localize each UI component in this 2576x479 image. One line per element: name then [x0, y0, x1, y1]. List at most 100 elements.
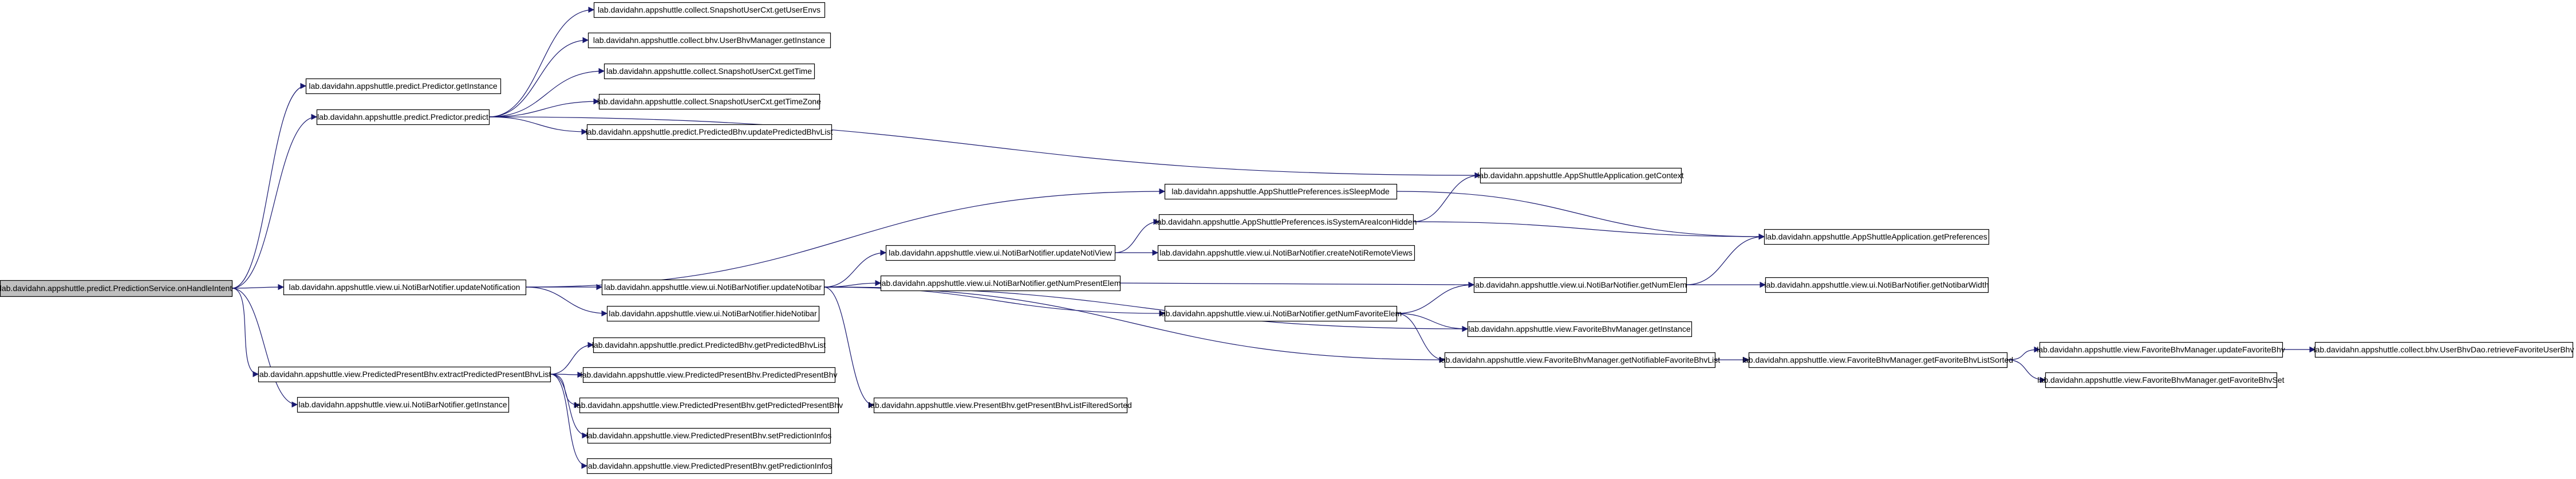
function-node[interactable]: lab.davidahn.appshuttle.AppShuttlePrefer… — [1164, 183, 1398, 200]
call-edge — [823, 249, 887, 288]
node-box — [586, 124, 833, 140]
function-node[interactable]: lab.davidahn.appshuttle.view.PredictedPr… — [575, 397, 843, 414]
function-node[interactable]: lab.davidahn.appshuttle.collect.Snapshot… — [597, 93, 821, 110]
call-edge — [1119, 281, 1475, 288]
node-box — [1473, 277, 1687, 293]
function-node[interactable]: lab.davidahn.appshuttle.view.ui.NotiBarN… — [885, 245, 1116, 261]
function-node[interactable]: lab.davidahn.appshuttle.view.ui.NotiBarN… — [1764, 277, 1989, 293]
function-node[interactable]: lab.davidahn.appshuttle.predict.Predicte… — [586, 124, 833, 140]
function-node[interactable]: lab.davidahn.appshuttle.predict.Predicte… — [592, 337, 826, 354]
function-node[interactable]: lab.davidahn.appshuttle.view.FavoriteBhv… — [2037, 372, 2285, 388]
call-edge — [550, 374, 589, 439]
call-edge — [1413, 221, 1765, 240]
call-edge — [823, 286, 1446, 363]
function-node[interactable]: lab.davidahn.appshuttle.view.ui.NotiBarN… — [1159, 305, 1402, 322]
function-node[interactable]: lab.davidahn.appshuttle.view.PredictedPr… — [581, 367, 838, 383]
node-box — [593, 337, 826, 354]
node-label: lab.davidahn.appshuttle.view.FavoriteBhv… — [2037, 345, 2285, 354]
call-edge — [1686, 233, 1765, 285]
call-edge — [823, 286, 875, 409]
node-label: lab.davidahn.appshuttle.view.ui.NotiBarN… — [1159, 309, 1402, 318]
function-node[interactable]: lab.davidahn.appshuttle.view.ui.NotiBarN… — [606, 305, 820, 322]
function-node[interactable]: lab.davidahn.appshuttle.collect.Snapshot… — [593, 2, 826, 18]
node-box — [1480, 167, 1682, 184]
node-label: lab.davidahn.appshuttle.AppShuttleApplic… — [1765, 232, 1987, 241]
function-node[interactable]: lab.davidahn.appshuttle.AppShuttleApplic… — [1477, 167, 1684, 184]
function-node[interactable]: lab.davidahn.appshuttle.view.PredictedPr… — [586, 458, 833, 474]
call-edge — [550, 374, 588, 469]
node-label: lab.davidahn.appshuttle.predict.Predicte… — [592, 340, 826, 350]
node-label: lab.davidahn.appshuttle.view.FavoriteBhv… — [1468, 324, 1691, 333]
function-node[interactable]: lab.davidahn.appshuttle.predict.Predicto… — [305, 78, 502, 95]
node-box — [1764, 229, 1990, 245]
function-node[interactable]: lab.davidahn.appshuttle.view.ui.NotiBarN… — [297, 396, 510, 413]
node-label: lab.davidahn.appshuttle.view.FavoriteBhv… — [1742, 355, 2013, 364]
function-node[interactable]: lab.davidahn.appshuttle.predict.Predicto… — [316, 109, 490, 125]
node-label: lab.davidahn.appshuttle.collect.bhv.User… — [2314, 345, 2574, 354]
function-node[interactable]: lab.davidahn.appshuttle.AppShuttleApplic… — [1764, 229, 1990, 245]
function-node[interactable]: lab.davidahn.appshuttle.collect.bhv.User… — [587, 32, 831, 49]
node-label: lab.davidahn.appshuttle.view.ui.NotiBarN… — [604, 282, 822, 292]
node-label: lab.davidahn.appshuttle.view.FavoriteBhv… — [2037, 375, 2284, 384]
node-label: lab.davidahn.appshuttle.view.PredictedPr… — [575, 401, 843, 410]
root-function-node[interactable]: lab.davidahn.appshuttle.predict.Predicti… — [0, 280, 233, 297]
node-label: lab.davidahn.appshuttle.view.ui.NotiBarN… — [1159, 248, 1413, 257]
function-node[interactable]: lab.davidahn.appshuttle.collect.Snapshot… — [603, 63, 815, 80]
function-node[interactable]: lab.davidahn.appshuttle.view.ui.NotiBarN… — [1473, 277, 1687, 293]
call-edge — [231, 288, 259, 378]
node-box — [2045, 372, 2278, 388]
call-edge — [1396, 191, 1765, 240]
node-box — [587, 32, 831, 49]
function-node[interactable]: lab.davidahn.appshuttle.view.FavoriteBhv… — [1467, 321, 1693, 337]
call-edge — [1114, 218, 1160, 253]
node-label: lab.davidahn.appshuttle.predict.Predicti… — [0, 284, 232, 293]
call-edge — [488, 68, 605, 117]
node-box — [587, 427, 831, 444]
node-box — [2039, 341, 2283, 358]
call-edge — [550, 371, 584, 378]
function-node[interactable]: lab.davidahn.appshuttle.AppShuttlePrefer… — [1155, 214, 1417, 230]
node-box — [283, 279, 527, 296]
node-label: lab.davidahn.appshuttle.predict.Predicte… — [586, 127, 833, 136]
call-edge — [231, 113, 318, 289]
node-label: lab.davidahn.appshuttle.collect.bhv.User… — [593, 36, 825, 45]
call-edge — [2006, 346, 2041, 360]
function-node[interactable]: lab.davidahn.appshuttle.view.ui.NotiBarN… — [879, 275, 1121, 292]
node-box — [305, 78, 502, 95]
node-box — [1467, 321, 1693, 337]
function-node[interactable]: lab.davidahn.appshuttle.view.PredictedPr… — [258, 366, 551, 383]
node-box — [586, 458, 833, 474]
function-node[interactable]: lab.davidahn.appshuttle.collect.bhv.User… — [2314, 341, 2574, 358]
node-box — [1164, 183, 1398, 200]
node-label: lab.davidahn.appshuttle.view.PresentBhv.… — [869, 401, 1132, 410]
function-node[interactable]: lab.davidahn.appshuttle.view.PresentBhv.… — [869, 397, 1132, 414]
call-edge — [525, 286, 608, 317]
function-node[interactable]: lab.davidahn.appshuttle.view.ui.NotiBarN… — [601, 279, 825, 296]
call-edge — [231, 288, 298, 408]
function-node[interactable]: lab.davidahn.appshuttle.view.PredictedPr… — [586, 427, 832, 444]
node-label: lab.davidahn.appshuttle.view.ui.NotiBarN… — [1473, 280, 1687, 289]
node-box — [316, 109, 490, 125]
call-edge — [1396, 281, 1475, 314]
node-label: lab.davidahn.appshuttle.AppShuttlePrefer… — [1155, 217, 1417, 226]
function-node[interactable]: lab.davidahn.appshuttle.view.ui.NotiBarN… — [1157, 245, 1415, 261]
function-node[interactable]: lab.davidahn.appshuttle.view.ui.NotiBarN… — [283, 279, 527, 296]
node-box — [0, 280, 233, 297]
node-box — [880, 275, 1121, 292]
node-label: lab.davidahn.appshuttle.collect.Snapshot… — [606, 66, 812, 76]
node-label: lab.davidahn.appshuttle.view.PredictedPr… — [586, 461, 832, 470]
node-label: lab.davidahn.appshuttle.AppShuttleApplic… — [1477, 171, 1683, 180]
node-label: lab.davidahn.appshuttle.predict.Predicto… — [317, 112, 488, 121]
function-node[interactable]: lab.davidahn.appshuttle.view.FavoriteBhv… — [2037, 341, 2285, 358]
node-label: lab.davidahn.appshuttle.view.ui.NotiBarN… — [1764, 280, 1989, 289]
node-box — [1765, 277, 1989, 293]
node-box — [1164, 305, 1398, 322]
function-node[interactable]: lab.davidahn.appshuttle.view.FavoriteBhv… — [1742, 352, 2013, 368]
node-box — [579, 397, 839, 414]
node-label: lab.davidahn.appshuttle.view.ui.NotiBarN… — [609, 309, 817, 318]
call-edge — [2006, 359, 2046, 383]
node-box — [258, 366, 551, 383]
function-node[interactable]: lab.davidahn.appshuttle.view.FavoriteBhv… — [1439, 352, 1720, 368]
node-box — [598, 93, 820, 110]
